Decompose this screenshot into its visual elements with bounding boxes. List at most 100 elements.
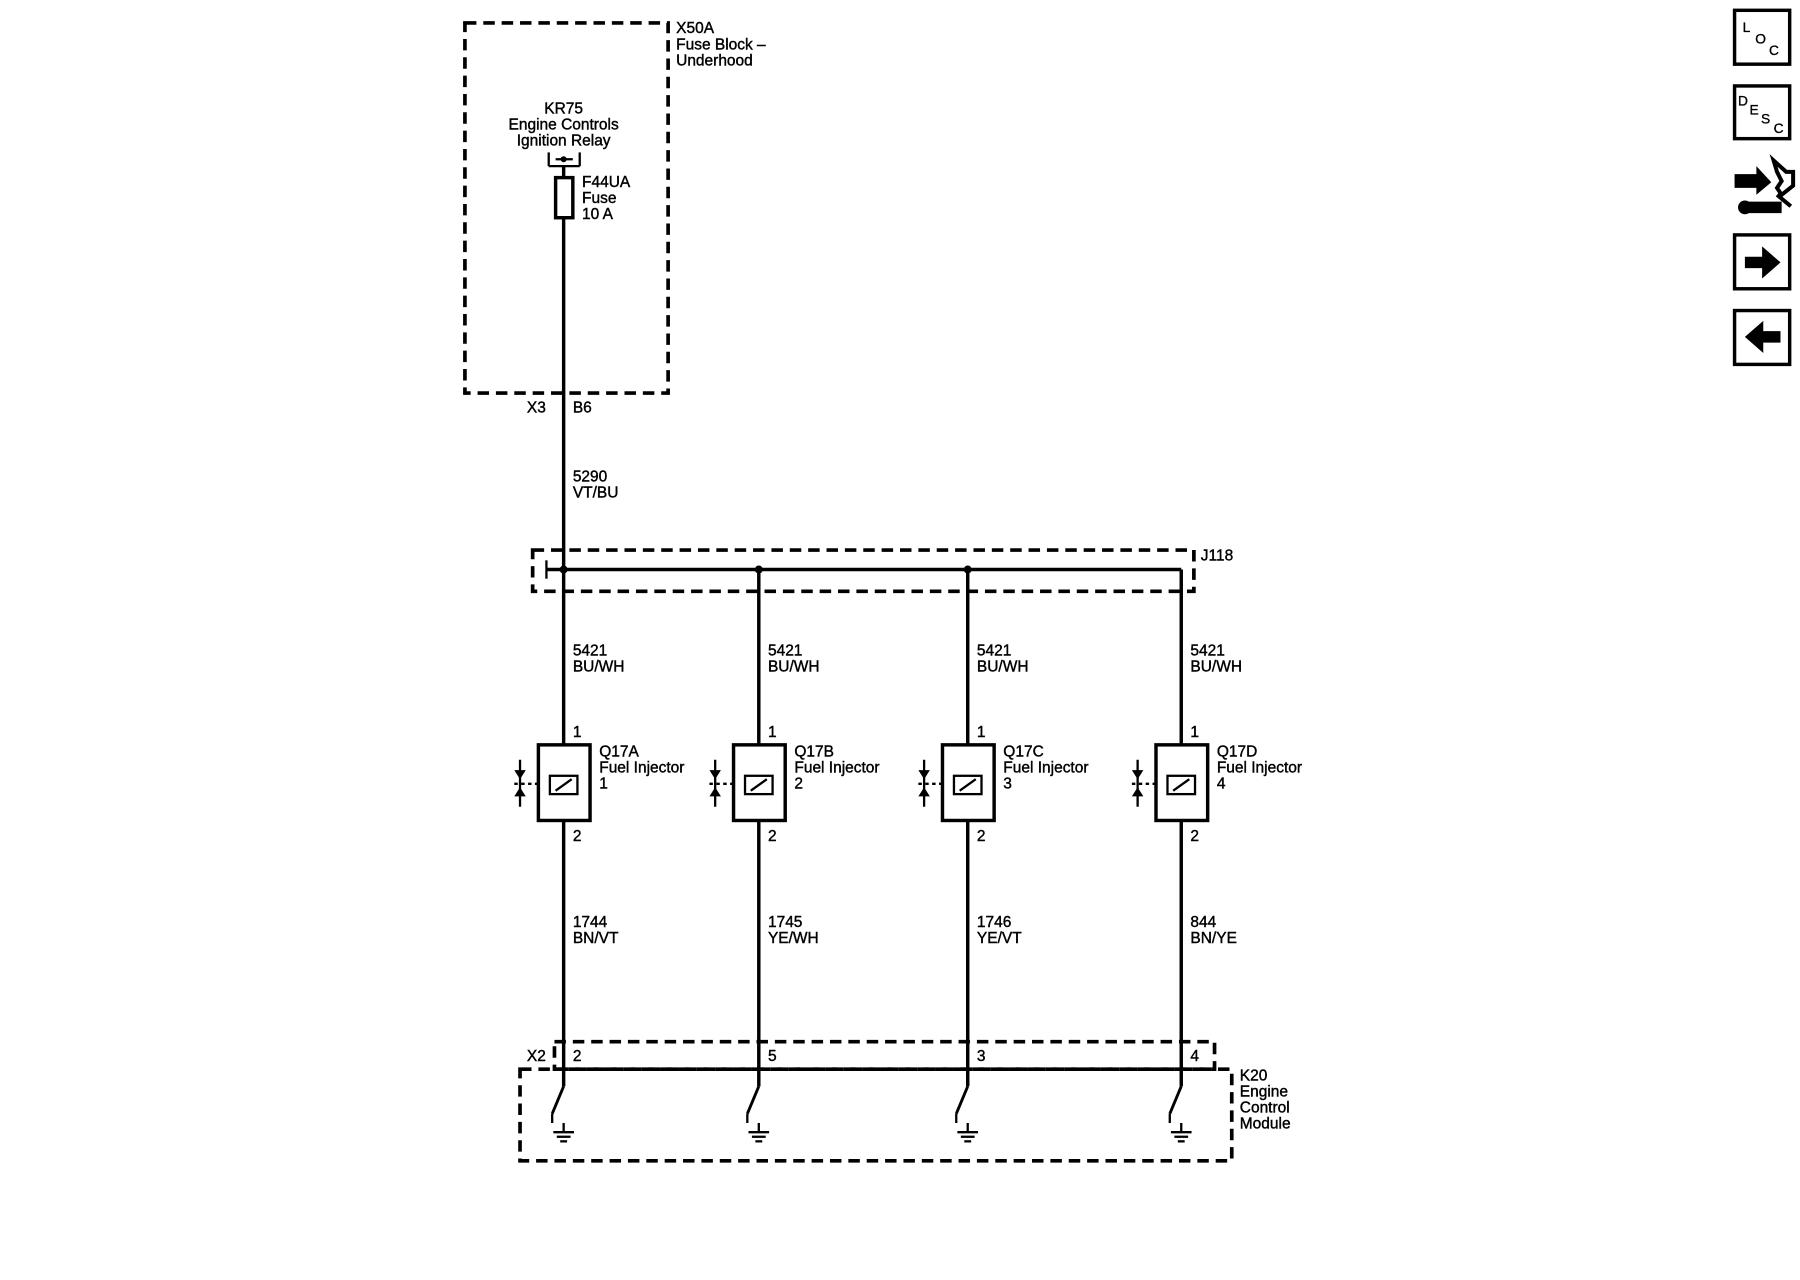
fuse-block-underhood: X50A Fuse Block – Underhood KR75 Engine … — [463, 20, 766, 417]
back-button[interactable] — [1732, 308, 1792, 367]
injector-pin-bottom: 2 — [573, 828, 582, 845]
splice-outline — [530, 548, 1196, 594]
fuse-block-connector: X3 — [527, 400, 546, 417]
supply-wire: 5290 VT/BU — [561, 166, 619, 570]
ecm-pin: 2 — [573, 1048, 582, 1065]
fuel-flow-icon — [709, 759, 735, 807]
injector-pin-top: 1 — [573, 724, 582, 741]
fuse-block-outline — [463, 21, 670, 395]
injector-label: Fuel Injector — [599, 759, 684, 776]
injector-id: Q17B — [794, 743, 834, 760]
ecm-pin: 3 — [977, 1048, 986, 1065]
fuse-block-pin: B6 — [573, 400, 592, 417]
next-arrow-icon — [1744, 246, 1781, 279]
solenoid-coil-icon — [1166, 774, 1197, 796]
feed-wire-color: BU/WH — [977, 659, 1029, 676]
fuel-flow-icon — [918, 759, 944, 807]
feed-wire-circuit: 5421 — [1190, 642, 1224, 659]
loc-letter-o: O — [1755, 32, 1766, 47]
driver-switch-icon — [550, 1085, 565, 1133]
injector-pin-top: 1 — [768, 724, 777, 741]
desc-letter-s: S — [1761, 112, 1770, 127]
ecm-name-line-2: Control — [1240, 1100, 1290, 1117]
control-wire-circuit: 1744 — [573, 914, 608, 931]
ground-icon — [957, 1131, 979, 1143]
ecm-pin: 5 — [768, 1048, 777, 1065]
injector-id: Q17D — [1217, 743, 1257, 760]
injector-label: Fuel Injector — [1217, 759, 1302, 776]
fuse-block-name-line-2: Underhood — [676, 52, 753, 69]
relay-name-line-2: Ignition Relay — [517, 133, 611, 150]
injector-label: Fuel Injector — [1003, 759, 1088, 776]
location-button[interactable]: L O C — [1732, 8, 1792, 66]
fuel-flow-icon — [514, 759, 540, 807]
feed-wire-color: BU/WH — [768, 659, 820, 676]
solenoid-coil-icon — [743, 774, 774, 796]
control-wire-circuit: 844 — [1190, 914, 1216, 931]
relay-name-line-1: Engine Controls — [509, 117, 619, 134]
injector-pin-bottom: 2 — [768, 828, 777, 845]
ground-icon — [748, 1131, 770, 1143]
feed-wire-color: BU/WH — [1190, 659, 1242, 676]
ecm-pin: 4 — [1190, 1048, 1199, 1065]
injector-pin-top: 1 — [1190, 724, 1199, 741]
engine-control-module: X2 K20 Engine Control Module — [518, 1039, 1291, 1163]
control-wire-color: YE/WH — [768, 930, 819, 947]
solenoid-coil-icon — [952, 774, 983, 796]
connector-view-button[interactable] — [1734, 154, 1796, 215]
driver-switch-icon — [954, 1085, 970, 1133]
control-wire-color: BN/YE — [1190, 930, 1236, 947]
fuse-block-id: X50A — [676, 20, 715, 37]
fuel-flow-icon — [1131, 759, 1158, 807]
fuse-symbol — [553, 175, 575, 220]
ground-icon — [553, 1131, 574, 1143]
ecm-name-line-1: Engine — [1240, 1084, 1288, 1101]
injector-label: Fuel Injector — [794, 759, 879, 776]
driver-switch-icon — [1168, 1085, 1183, 1133]
feed-wire-circuit: 5421 — [768, 642, 802, 659]
injector-number: 3 — [1003, 775, 1012, 792]
back-arrow-icon — [1744, 320, 1781, 353]
control-wire-color: BN/VT — [573, 930, 619, 947]
feed-wire-circuit: 5421 — [573, 642, 607, 659]
splice-id: J118 — [1201, 547, 1233, 564]
ecm-connector: X2 — [527, 1048, 546, 1065]
desc-letter-d: D — [1738, 93, 1748, 108]
next-button[interactable] — [1732, 233, 1792, 291]
control-wire-circuit: 1745 — [768, 914, 802, 931]
injector-number: 1 — [599, 775, 608, 792]
feed-wire-color: BU/WH — [573, 659, 625, 676]
ecm-connector-outline — [552, 1039, 1217, 1071]
injector-pin-bottom: 2 — [1190, 828, 1199, 845]
injector-id: Q17C — [1003, 743, 1043, 760]
connector-icon — [1734, 154, 1796, 215]
ecm-id: K20 — [1240, 1068, 1268, 1085]
fuse-block-name-line-1: Fuse Block – — [676, 36, 766, 53]
relay-contact-symbol — [547, 152, 581, 168]
fuse-id: F44UA — [582, 174, 631, 191]
fuse-type: Fuse — [582, 190, 616, 207]
driver-switch-icon — [745, 1085, 761, 1133]
nav-toolbar: L O C D E S C — [1732, 8, 1796, 367]
supply-wire-color: VT/BU — [573, 484, 619, 501]
feed-wire-circuit: 5421 — [977, 642, 1011, 659]
description-button[interactable]: D E S C — [1732, 84, 1792, 141]
ecm-name-line-3: Module — [1240, 1116, 1291, 1133]
control-wire-circuit: 1746 — [977, 914, 1011, 931]
ground-icon — [1170, 1131, 1192, 1143]
injector-number: 4 — [1217, 775, 1226, 792]
splice-pack: J118 — [530, 547, 1233, 594]
desc-letter-e: E — [1749, 103, 1758, 118]
loc-letter-c: C — [1769, 43, 1779, 58]
supply-wire-circuit: 5290 — [573, 468, 607, 485]
description-icon: D E S C — [1738, 93, 1784, 136]
injector-pin-bottom: 2 — [977, 828, 986, 845]
injector-pin-top: 1 — [977, 724, 986, 741]
fuse-rating: 10 A — [582, 206, 614, 223]
ecm-outline — [518, 1067, 1234, 1163]
injector-number: 2 — [794, 775, 803, 792]
